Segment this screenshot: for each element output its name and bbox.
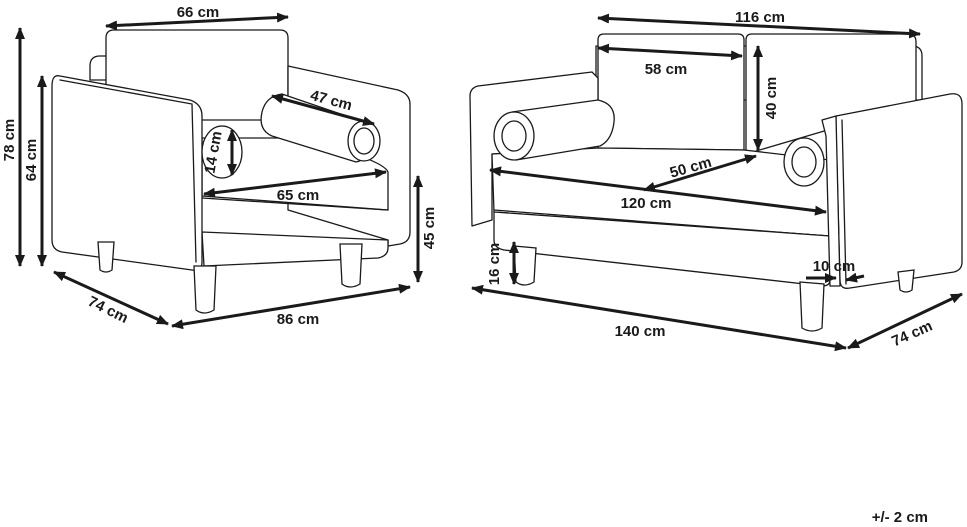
sofa-bolster-left-end (493, 111, 535, 161)
armchair-dimension-lines (15, 12, 423, 330)
sofa-leg-back-right (897, 269, 915, 293)
armchair-seat-edge (201, 195, 389, 211)
armchair-leg-front-left (193, 265, 217, 314)
label-armchair-seat-width: 65 cm (277, 187, 320, 204)
label-armchair-total-height: 78 cm (1, 119, 18, 162)
sofa-bolster-right-end (783, 137, 825, 187)
sofa-leg-front-right (799, 281, 825, 332)
label-sofa-backrest-height: 40 cm (763, 77, 780, 120)
arrow-sofa-seat-width (489, 166, 827, 216)
sofa-bolster-left-end-inner (501, 120, 527, 152)
armchair-back-frame (89, 55, 109, 81)
armchair-bolster-end (347, 120, 381, 162)
label-sofa-leg-height: 16 cm (486, 243, 503, 286)
label-sofa-arm-width: 10 cm (813, 258, 856, 275)
label-armchair-arm-height: 64 cm (23, 139, 40, 182)
armchair-leg-front-right (339, 243, 363, 288)
sofa-dimension-lines (471, 13, 963, 352)
arrow-sofa-back-width (597, 13, 921, 39)
sofa-arm-panel-line (841, 119, 847, 285)
label-sofa-depth: 74 cm (889, 317, 935, 350)
arrow-sofa-cushion-width (597, 43, 743, 61)
sofa-leg-front-left (513, 245, 537, 286)
armchair-left-arm (51, 75, 203, 271)
sofa-drawing (469, 33, 963, 332)
label-armchair-seat-height: 45 cm (421, 207, 438, 250)
arrow-armchair-depth (53, 270, 169, 326)
label-sofa-width: 140 cm (615, 323, 666, 340)
arrow-sofa-depth (847, 292, 963, 350)
armchair-leg-back-left (97, 241, 115, 273)
arrow-sofa-arm-width-right (845, 272, 865, 283)
armchair-arm-panel-line (59, 79, 197, 263)
label-sofa-seat-width: 120 cm (621, 195, 672, 212)
label-sofa-cushion-width: 58 cm (645, 61, 688, 78)
tolerance-note: +/- 2 cm (872, 509, 928, 526)
label-armchair-back-width: 66 cm (177, 4, 220, 21)
armchair-drawing (51, 29, 411, 314)
arrow-armchair-width (171, 283, 411, 330)
arrow-armchair-back-width (105, 12, 289, 31)
sofa-bolster-left (511, 99, 615, 161)
armchair-bolster-end-inner (353, 127, 375, 155)
arrow-sofa-width (471, 284, 847, 352)
sofa-dimension-labels: 116 cm 58 cm 40 cm 50 cm 120 cm 16 cm 10… (486, 9, 935, 350)
label-sofa-back-width: 116 cm (735, 9, 785, 26)
label-armchair-width: 86 cm (277, 311, 320, 328)
arrow-armchair-bolster-length (271, 94, 375, 126)
arrow-armchair-seat-width (203, 168, 387, 198)
